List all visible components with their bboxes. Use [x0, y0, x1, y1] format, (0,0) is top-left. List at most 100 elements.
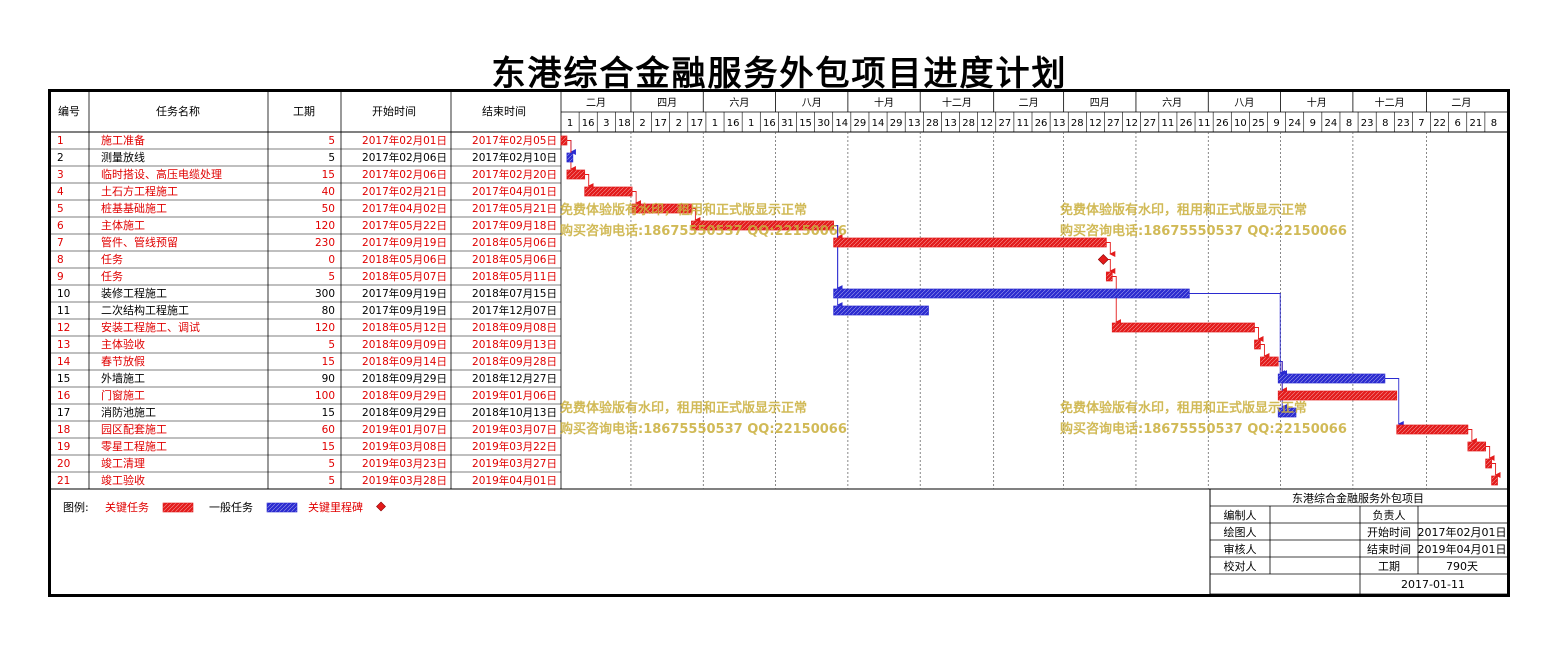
critical-task-bar[interactable]: [631, 203, 692, 214]
critical-task-bar[interactable]: [1277, 390, 1398, 401]
dependency-link: [1189, 293, 1286, 376]
task-duration: 120: [315, 220, 335, 232]
legend-label: 图例:: [63, 500, 89, 514]
milestone-marker[interactable]: [1097, 254, 1109, 265]
task-end: 2019年03月22日: [472, 440, 557, 453]
normal-task-bar[interactable]: [833, 288, 1190, 299]
critical-task-bar[interactable]: [566, 169, 586, 180]
day-label: 23: [1361, 118, 1374, 129]
month-label: 十月: [874, 96, 894, 109]
task-end: 2018年12月27日: [472, 372, 557, 385]
dependency-link: [1260, 344, 1270, 359]
task-id: 2: [57, 152, 64, 164]
page-title: 东港综合金融服务外包项目进度计划: [491, 54, 1068, 94]
task-end: 2019年03月07日: [472, 423, 557, 436]
task-start: 2019年01月07日: [362, 423, 447, 436]
critical-task-bar[interactable]: [1485, 458, 1492, 469]
task-name: 任务: [101, 270, 123, 283]
day-label: 23: [1397, 118, 1410, 129]
critical-task-bar[interactable]: [1467, 441, 1487, 452]
task-end: 2019年01月06日: [472, 389, 557, 402]
critical-task-bar[interactable]: [1254, 339, 1261, 350]
critical-task-bar[interactable]: [560, 135, 568, 146]
critical-task-bar[interactable]: [833, 237, 1107, 248]
task-start: 2018年09月14日: [362, 355, 447, 368]
task-start: 2018年09月09日: [362, 338, 447, 351]
task-name: 土石方工程施工: [101, 184, 178, 198]
gantt-bars: [560, 135, 1498, 486]
day-label: 28: [962, 118, 975, 129]
task-end: 2017年05月21日: [472, 202, 557, 215]
normal-task-bar[interactable]: [1277, 373, 1386, 384]
day-label: 14: [835, 118, 848, 129]
task-start: 2017年09月19日: [362, 287, 447, 300]
task-id: 9: [57, 271, 64, 283]
day-label: 9: [1310, 118, 1316, 129]
critical-task-bar[interactable]: [1260, 356, 1279, 367]
day-label: 28: [926, 118, 939, 129]
day-label: 13: [908, 118, 921, 129]
task-end: 2018年05月06日: [472, 253, 557, 266]
critical-task-bar[interactable]: [1105, 271, 1113, 282]
day-label: 24: [1325, 118, 1338, 129]
day-label: 7: [1418, 118, 1424, 129]
task-name: 消防池施工: [101, 405, 156, 419]
critical-task-bar[interactable]: [584, 186, 633, 197]
day-label: 8: [1491, 118, 1497, 129]
header-start: 开始时间: [372, 104, 416, 118]
normal-task-bar[interactable]: [833, 305, 929, 316]
critical-task-bar[interactable]: [1111, 322, 1255, 333]
critical-task-bar[interactable]: [1491, 475, 1498, 486]
critical-task-bar[interactable]: [1396, 424, 1469, 435]
day-label: 15: [799, 118, 812, 129]
critical-task-bar[interactable]: [691, 220, 835, 231]
info-checker: 校对人: [1224, 559, 1257, 573]
task-id: 11: [57, 305, 70, 317]
task-duration: 5: [328, 475, 335, 487]
normal-task-bar[interactable]: [1277, 407, 1297, 418]
day-label: 11: [1161, 118, 1174, 129]
task-id: 18: [57, 424, 70, 436]
task-duration: 5: [328, 271, 335, 283]
info-reviewer: 审核人: [1224, 542, 1257, 556]
day-label: 12: [1089, 118, 1102, 129]
info-duration-label: 工期: [1378, 560, 1400, 573]
task-id: 20: [57, 458, 70, 470]
dependency-link: [1112, 276, 1122, 325]
day-label: 28: [1071, 118, 1084, 129]
task-name: 春节放假: [101, 354, 145, 368]
task-name: 管件、管线预留: [101, 235, 178, 249]
task-id: 13: [57, 339, 70, 351]
info-end-label: 结束时间: [1367, 543, 1411, 556]
day-label: 26: [1035, 118, 1048, 129]
day-label: 27: [1143, 118, 1156, 129]
normal-task-bar[interactable]: [566, 152, 574, 163]
task-duration: 60: [322, 424, 335, 436]
day-label: 11: [1017, 118, 1030, 129]
task-start: 2019年03月08日: [362, 440, 447, 453]
legend-normal-swatch: [266, 502, 298, 513]
task-start: 2017年02月06日: [362, 151, 447, 164]
